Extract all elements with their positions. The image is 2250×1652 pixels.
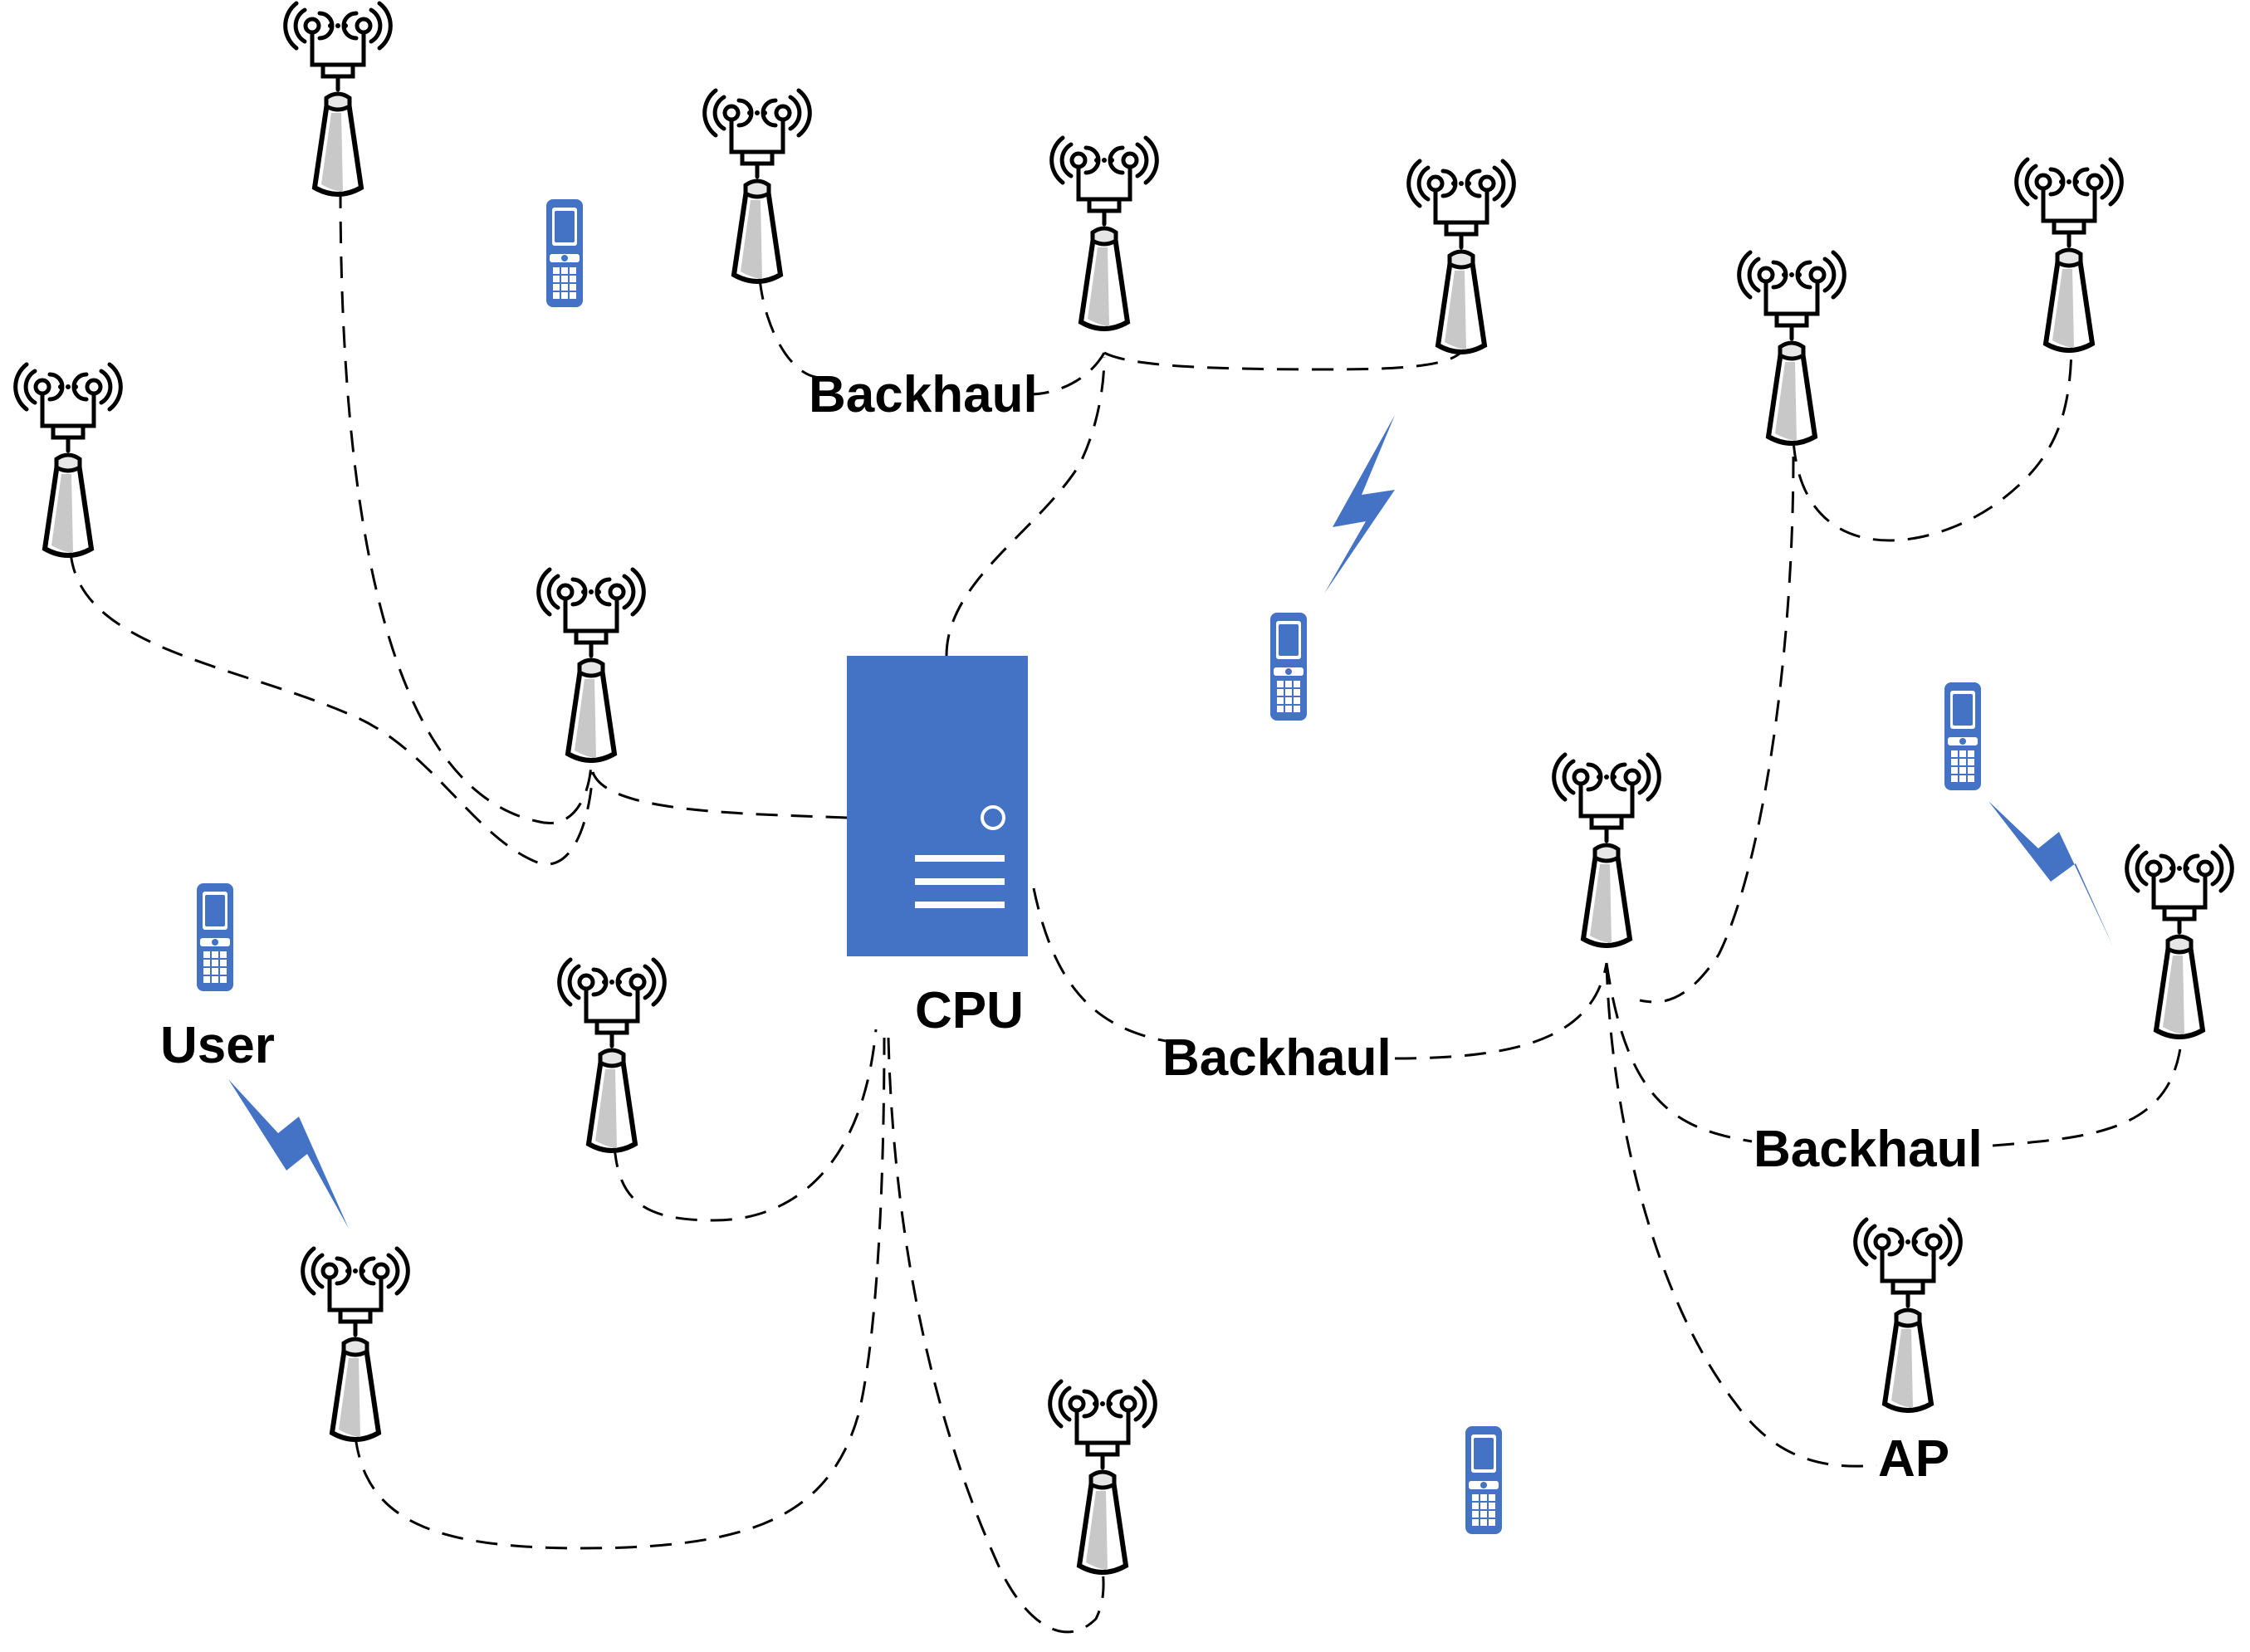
- backhaul-label-top: Backhaul: [809, 366, 1038, 423]
- access-point-icon: [1739, 252, 1845, 443]
- access-point-icon: [2127, 846, 2233, 1037]
- backhaul-link-5: [1029, 352, 1106, 396]
- backhaul-link-12: [1605, 962, 1753, 1143]
- backhaul-link-9: [1639, 456, 1795, 1004]
- backhaul-link-6: [758, 277, 823, 379]
- ap-label: AP: [1878, 1430, 1949, 1488]
- access-point-icon: [1409, 161, 1514, 352]
- cpu-label: CPU: [915, 982, 1024, 1039]
- backhaul-links: [69, 186, 2184, 1634]
- mobile-phone-icon: [546, 199, 583, 307]
- backhaul-link-8: [1792, 340, 2073, 542]
- backhaul-link-14: [1605, 962, 1877, 1468]
- access-point-icon: [560, 960, 665, 1151]
- mobile-phone-icon: [197, 883, 233, 991]
- backhaul-link-2: [69, 551, 594, 866]
- lightning-bolt-icon: [1324, 415, 1395, 594]
- lightning-bolt-icon: [1988, 801, 2113, 946]
- access-point-icon: [303, 1249, 408, 1439]
- user-label: User: [160, 1017, 275, 1074]
- backhaul-link-7: [1103, 344, 1467, 371]
- wireless-links: [228, 415, 2113, 1229]
- access-point-icon: [16, 364, 121, 555]
- access-point-icon: [1052, 138, 1157, 329]
- backhaul-link-11: [1394, 962, 1608, 1060]
- backhaul-link-13: [1992, 1033, 2184, 1147]
- backhaul-link-3: [591, 771, 848, 819]
- access-point-icon: [2017, 159, 2122, 350]
- mobile-phone-icon: [1270, 613, 1307, 721]
- backhaul-link-4: [945, 356, 1106, 657]
- user-devices: [197, 199, 1981, 1534]
- access-point-icon: [1050, 1381, 1156, 1572]
- access-points: [16, 3, 2233, 1572]
- backhaul-link-16: [354, 1037, 886, 1550]
- cpu-server-icon: [847, 656, 1028, 956]
- access-point-icon: [1856, 1219, 1961, 1410]
- access-point-icon: [539, 569, 644, 760]
- backhaul-link-10: [1032, 887, 1171, 1043]
- backhaul-label-right: Backhaul: [1754, 1121, 1983, 1178]
- backhaul-link-15: [613, 1029, 878, 1222]
- mobile-phone-icon: [1465, 1426, 1502, 1534]
- backhaul-link-17: [887, 1037, 1105, 1634]
- backhaul-link-1: [339, 186, 593, 824]
- access-point-icon: [1554, 755, 1660, 946]
- access-point-icon: [286, 3, 391, 194]
- mobile-phone-icon: [1944, 682, 1981, 790]
- lightning-bolt-icon: [228, 1079, 349, 1229]
- access-point-icon: [705, 90, 810, 281]
- backhaul-label-middle: Backhaul: [1162, 1029, 1392, 1087]
